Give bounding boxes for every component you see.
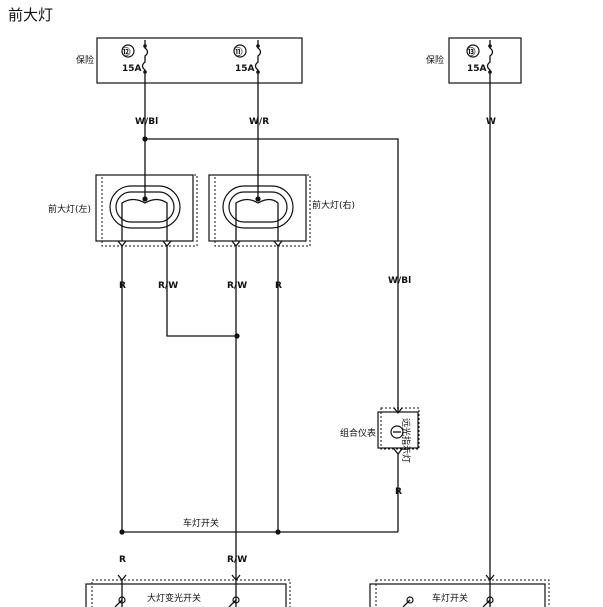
fuse-12-rating: 15A: [122, 64, 142, 74]
headlight-right: 前大灯(右): [208, 174, 355, 247]
fuse-box-label: 保险: [76, 54, 94, 66]
fuse-13-number: ⑬: [467, 46, 476, 58]
wire-label-rw-bottom: R/W: [227, 555, 247, 565]
wire-label-rw-mid: R/W: [227, 281, 247, 291]
wire-label-w-top: W: [486, 117, 496, 127]
fuse-12-number: ⑫: [122, 46, 131, 58]
cluster-label: 组合仪表: [340, 427, 376, 439]
fuse-box-right-label: 保险: [426, 54, 444, 66]
wire-label-r-mid: R: [275, 281, 282, 291]
fuse-11: ⑪ 15A: [233, 40, 262, 83]
wire-label-wbl-right: W/Bl: [388, 276, 411, 286]
fuse-11-rating: 15A: [235, 64, 255, 74]
fuse-12: ⑫ 15A: [121, 40, 149, 83]
instrument-cluster: 远光指示灯 组合仪表: [340, 407, 420, 463]
headlight-left-label: 前大灯(左): [48, 203, 91, 215]
wire-label-r-bottom: R: [119, 555, 126, 565]
fuse-11-number: ⑪: [234, 46, 243, 58]
bottom-switch-label: 车灯开关: [432, 592, 468, 604]
fuse-13: ⑬ 15A: [466, 40, 494, 83]
fuse-box-main: [96, 37, 303, 84]
bottom-light-switch: 车灯开关: [369, 579, 550, 607]
diagram-title: 前大灯: [8, 6, 53, 24]
cluster-inner-label: 远光指示灯: [400, 418, 412, 463]
dimmer-switch: 大灯变光开关: [85, 579, 291, 607]
wire-label-wr-top: W/R: [249, 117, 269, 127]
fuse-box-right: [448, 37, 522, 84]
wire-label-r-right: R: [395, 487, 402, 497]
dimmer-switch-label: 大灯变光开关: [147, 592, 201, 604]
headlight-right-label: 前大灯(右): [312, 199, 355, 211]
wire-label-rw-left: R/W: [158, 281, 178, 291]
fuse-13-rating: 15A: [467, 64, 487, 74]
wire-label-r-left: R: [119, 281, 126, 291]
wire-label-wbl-top: W/Bl: [135, 117, 158, 127]
headlight-left: 前大灯(左): [48, 174, 198, 247]
light-switch-label: 车灯开关: [183, 517, 219, 529]
